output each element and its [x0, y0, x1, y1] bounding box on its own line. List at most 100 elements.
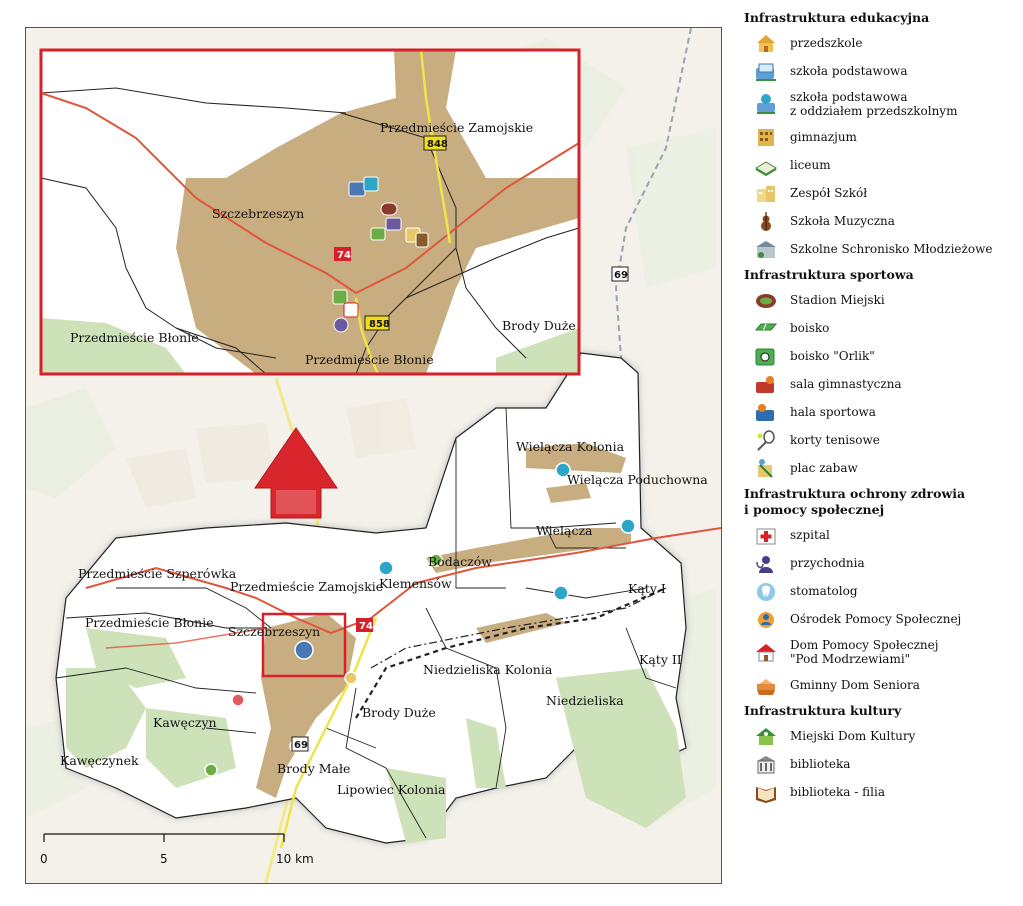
road-74 — [85, 527, 721, 635]
school-icon-marker — [348, 181, 366, 197]
legend-item-label: Dom Pomocy Społecznej "Pod Modrzewiami" — [790, 638, 939, 666]
clinic-icon — [752, 551, 780, 575]
inset-locator-frame — [261, 612, 347, 678]
youth-hostel-icon — [752, 237, 780, 261]
road-848-badge — [423, 135, 447, 151]
legend-item: szkoła podstawowa — [732, 57, 1020, 85]
care-home-marker — [231, 693, 245, 707]
inset-forest — [496, 328, 579, 374]
legend-item-label: przedszkole — [790, 36, 863, 50]
inset-label: Przedmieście Zamojskie — [380, 120, 533, 135]
map-label: Kąty II — [639, 652, 682, 667]
inset-label: Brody Duże — [502, 318, 576, 333]
map-label: Kawęczyn — [153, 715, 217, 730]
legend-item: Zespół Szkół — [732, 179, 1020, 207]
social-assistance-icon — [752, 607, 780, 631]
inset-urban-area — [176, 50, 579, 374]
road-848-number: 848 — [427, 139, 448, 150]
inset-road-74 — [40, 92, 580, 295]
legend-item-label: Gminny Dom Seniora — [790, 678, 920, 692]
arrow-highlight — [276, 490, 316, 514]
library-icon — [752, 752, 780, 776]
legend-item-label: Zespół Szkół — [790, 186, 868, 200]
school-marker-wielacza-poduchowna — [555, 462, 571, 478]
road-858 — [105, 627, 267, 649]
legend-item: boisko "Orlik" — [732, 342, 1020, 370]
map-label: Szczebrzeszyn — [228, 624, 320, 639]
hospital-icon — [752, 523, 780, 547]
scale-tick-label: 5 — [160, 852, 168, 866]
railway-line — [355, 586, 667, 719]
legend-item: sala gimnastyczna — [732, 370, 1020, 398]
map-label: Brody Duże — [362, 705, 436, 720]
map-label: Niedzieliska Kolonia — [423, 662, 553, 677]
road-74-badge — [334, 247, 351, 261]
map-label: Przedmieście Zamojskie — [230, 579, 383, 594]
music-school-icon — [752, 209, 780, 233]
clinic-icon-marker — [333, 317, 349, 333]
map-label: Brody Małe — [277, 761, 350, 776]
legend-item-label: liceum — [790, 158, 831, 172]
district-boundary — [370, 587, 667, 669]
legend-item-label: szpital — [790, 528, 830, 542]
map-label: Przedmieście Błonie — [85, 615, 214, 630]
inset-road-badges: 848 74 858 — [334, 135, 448, 331]
legend-item-label: szkoła podstawowa z oddziałem przedszkol… — [790, 90, 958, 118]
high-school-icon — [752, 153, 780, 177]
legend-item-label: boisko — [790, 321, 830, 335]
legend-item: przedszkole — [732, 29, 1020, 57]
road-69-number: 69 — [614, 270, 628, 281]
legend-section-title: Infrastruktura kultury — [744, 703, 902, 718]
legend-item-label: Szkolne Schronisko Młodzieżowe — [790, 242, 993, 256]
legend-item: boisko — [732, 314, 1020, 342]
scale-bar: 0 5 10 km — [40, 833, 314, 866]
culture-house-icon-marker — [332, 289, 348, 305]
legend: Infrastruktura edukacyjna przedszkole szko… — [732, 6, 1020, 806]
orlik-pitch-icon — [752, 344, 780, 368]
legend-item-label: korty tenisowe — [790, 433, 880, 447]
legend-item: gimnazjum — [732, 123, 1020, 151]
inset-label: Przedmieście Błonie — [305, 352, 434, 367]
legend-item: plac zabaw — [732, 454, 1020, 482]
legend-item: Szkoła Muzyczna — [732, 207, 1020, 235]
dentist-icon — [752, 579, 780, 603]
road-69-number: 69 — [294, 740, 308, 751]
main-map-labels: Wielącza Kolonia Wielącza Poduchowna Wie… — [60, 439, 708, 797]
map-canvas: Wielącza Kolonia Wielącza Poduchowna Wie… — [26, 28, 721, 883]
playground-marker — [344, 671, 358, 685]
map-frame: Wielącza Kolonia Wielącza Poduchowna Wie… — [25, 27, 722, 884]
legend-item: Gminny Dom Seniora — [732, 671, 1020, 699]
map-label: Wielącza Poduchowna — [567, 472, 708, 487]
legend-item-label: biblioteka — [790, 757, 851, 771]
middle-school-icon — [752, 125, 780, 149]
school-marker-klemensow — [378, 560, 394, 576]
scale-tick-label: 10 km — [276, 852, 314, 866]
legend-section-title: Infrastruktura edukacyjna — [744, 10, 930, 25]
inset-markers — [332, 176, 429, 333]
legend-item: stomatolog — [732, 577, 1020, 605]
culture-house-icon — [752, 724, 780, 748]
sports-hall-icon — [752, 400, 780, 424]
gym-icon-marker — [385, 217, 402, 231]
road-69-badge-bottom — [291, 736, 309, 752]
legend-section-title: Infrastruktura ochrony zdrowia i pomocy … — [744, 486, 966, 517]
road-74-number: 74 — [359, 621, 373, 632]
main-road-badges: 74 69 69 — [291, 266, 629, 752]
inset-road-848 — [419, 49, 452, 244]
legend-item: Dom Pomocy Społecznej "Pod Modrzewiami" — [732, 633, 1020, 671]
inset-label: Przedmieście Błonie — [70, 330, 199, 345]
school-marker-kaweczynek — [204, 763, 218, 777]
road-858-badge — [364, 315, 390, 331]
legend-item-label: Ośrodek Pomocy Społecznej — [790, 612, 962, 626]
legend-item: Ośrodek Pomocy Społecznej — [732, 605, 1020, 633]
road-858-number: 858 — [369, 319, 390, 330]
legend-item-label: stomatolog — [790, 584, 858, 598]
legend-item: przychodnia — [732, 549, 1020, 577]
inset-map: 848 74 858 Przedmieście Zamojskie Szczeb… — [39, 48, 581, 376]
primary-school-preschool-icon — [752, 92, 780, 116]
legend-item-label: plac zabaw — [790, 461, 858, 475]
primary-school-icon — [752, 59, 780, 83]
road-74-badge — [356, 618, 373, 632]
pitch-icon — [752, 316, 780, 340]
inset-frame — [39, 48, 581, 376]
